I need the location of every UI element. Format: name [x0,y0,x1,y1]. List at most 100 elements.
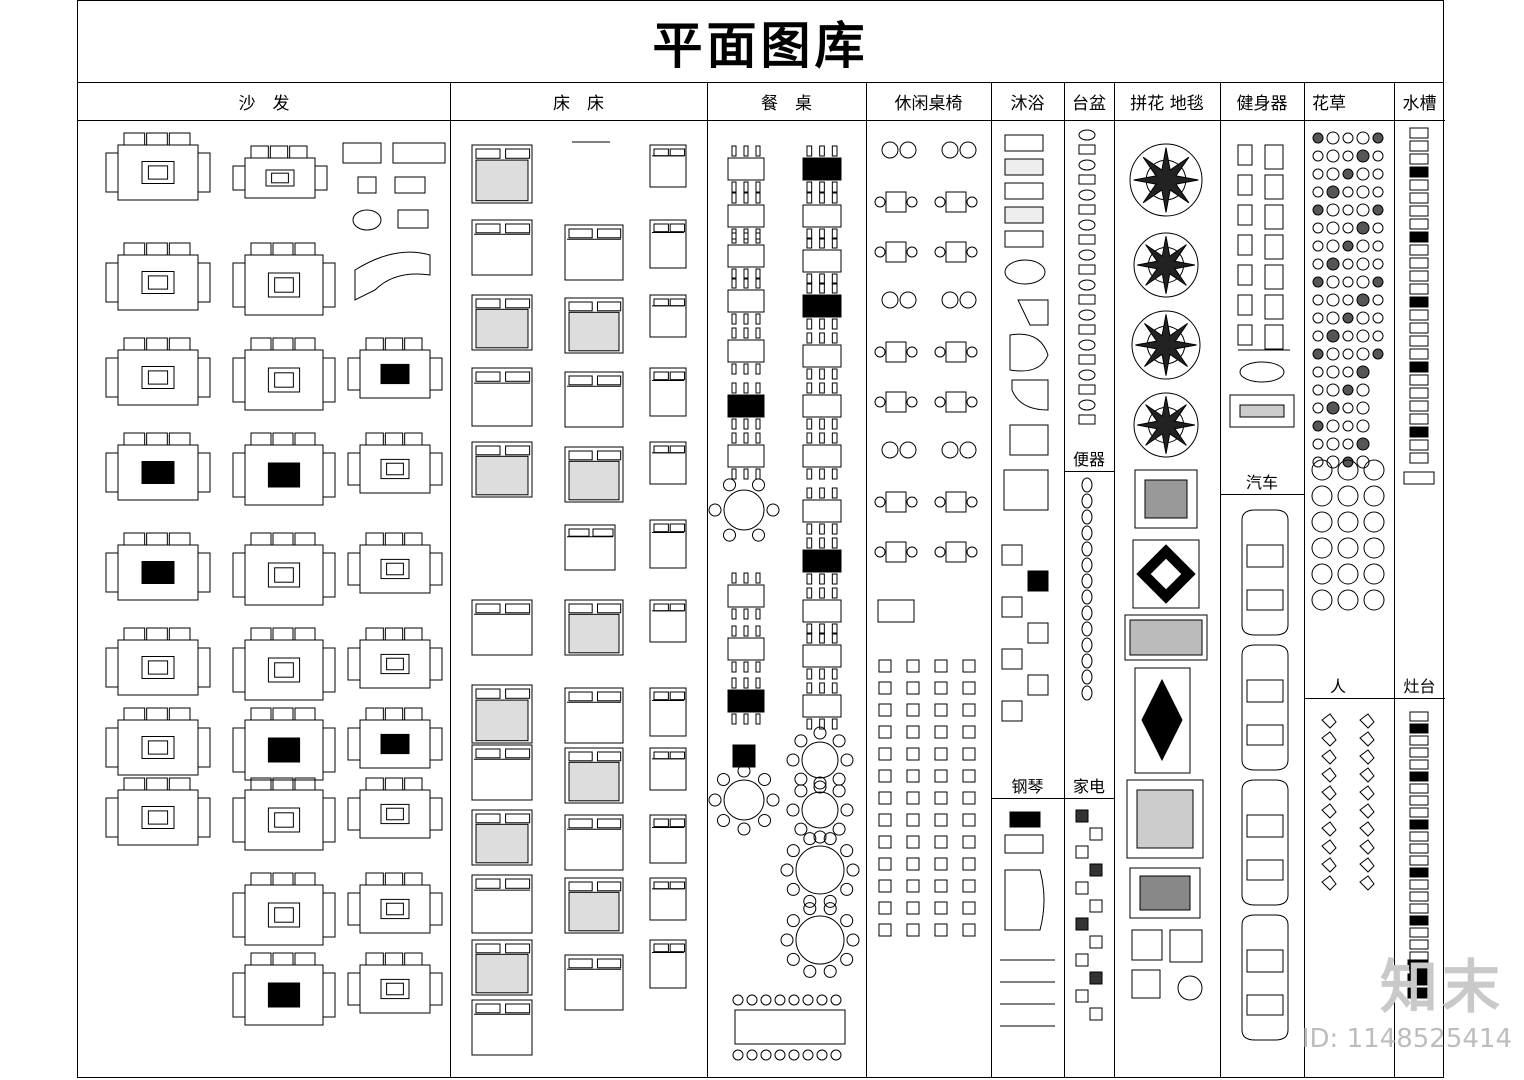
sofa-cushion [404,337,423,351]
chair [846,863,860,877]
sink [1409,218,1429,230]
bed-symbol [649,877,687,921]
pillow [475,813,501,824]
plant [1342,294,1354,306]
header-plants: 花草 [1304,83,1394,121]
bed-symbol [649,519,687,569]
sofa-arm [347,357,361,391]
bed-symbol [471,367,533,427]
chair [731,432,737,444]
basin [1078,324,1096,335]
sofa-cushion [123,432,146,446]
sofa-arm [232,165,246,191]
sofa-arm [232,452,246,498]
dining-table [732,744,756,768]
chair [966,196,978,208]
sink [1409,452,1429,464]
chair [831,228,838,240]
coffee-table [380,898,410,920]
basin [1078,384,1096,395]
sofa-cushion [250,777,272,791]
chair [831,587,838,599]
pillow [669,223,686,233]
chair [881,441,899,459]
sink [1409,309,1429,321]
chair [806,718,813,730]
chair [819,587,825,599]
chair-symbol [878,901,892,915]
bed-symbol [649,441,687,485]
chair [743,382,749,394]
sofa-cushion [250,532,272,546]
sink [1409,400,1429,412]
chair [786,914,800,928]
sofa-cushion [384,707,404,721]
chair [819,537,825,549]
pillow [505,298,531,309]
chair-symbol [962,725,976,739]
chair [758,772,772,786]
watermark-id: ID: 1148525414 [1301,1024,1512,1054]
stove [1409,891,1429,902]
chair [806,181,813,193]
chair [760,1049,772,1061]
appliance [1089,935,1103,949]
sofa-arm [105,452,119,493]
pillow [596,375,622,386]
chair [966,546,978,558]
chair [743,625,749,637]
tree [1311,537,1333,559]
chair [899,291,917,309]
plant [1356,203,1370,217]
chair [819,523,825,535]
chair [906,546,918,558]
chair [806,632,813,644]
chair-symbol [962,923,976,937]
chair [737,822,751,836]
dining-table [802,599,842,623]
pillow [568,818,593,829]
header-leisure: 休闲桌椅 [866,83,991,121]
chair [831,682,838,694]
sofa-arm [232,892,246,938]
plant [1326,131,1340,145]
plant [1342,186,1354,198]
coffee-table-inner [274,567,294,583]
round-table [801,741,839,779]
chair [731,468,737,480]
sofa-cushion [404,952,423,966]
divider [991,798,1114,799]
small-table [885,341,907,363]
sofa-arm [232,972,246,1018]
chair [831,332,838,344]
corner-sofa [354,251,431,301]
sofa-arm [322,797,336,843]
car-plan [1241,779,1289,906]
car-plan [1241,914,1289,1041]
chair [819,623,825,635]
chair [786,882,800,896]
sofa-cushion [294,707,316,721]
small-table [885,191,907,213]
chair [731,572,737,584]
sofa-cushion [272,432,294,446]
round-table [795,915,845,965]
chair [806,682,813,694]
plant [1356,257,1370,271]
person [1321,713,1337,729]
chair-symbol [934,725,948,739]
chair [832,784,846,798]
sofa-cushion [365,432,384,446]
stove [1409,879,1429,890]
chair [806,432,813,444]
chair [794,822,808,836]
plant [1312,312,1324,324]
coffee-table [380,458,410,480]
basin [1078,279,1096,291]
windshield [1246,544,1284,568]
chair [755,713,761,725]
sofa-cushion [294,242,316,256]
basin [1078,414,1096,425]
small-table [945,341,967,363]
sink [1409,153,1429,165]
